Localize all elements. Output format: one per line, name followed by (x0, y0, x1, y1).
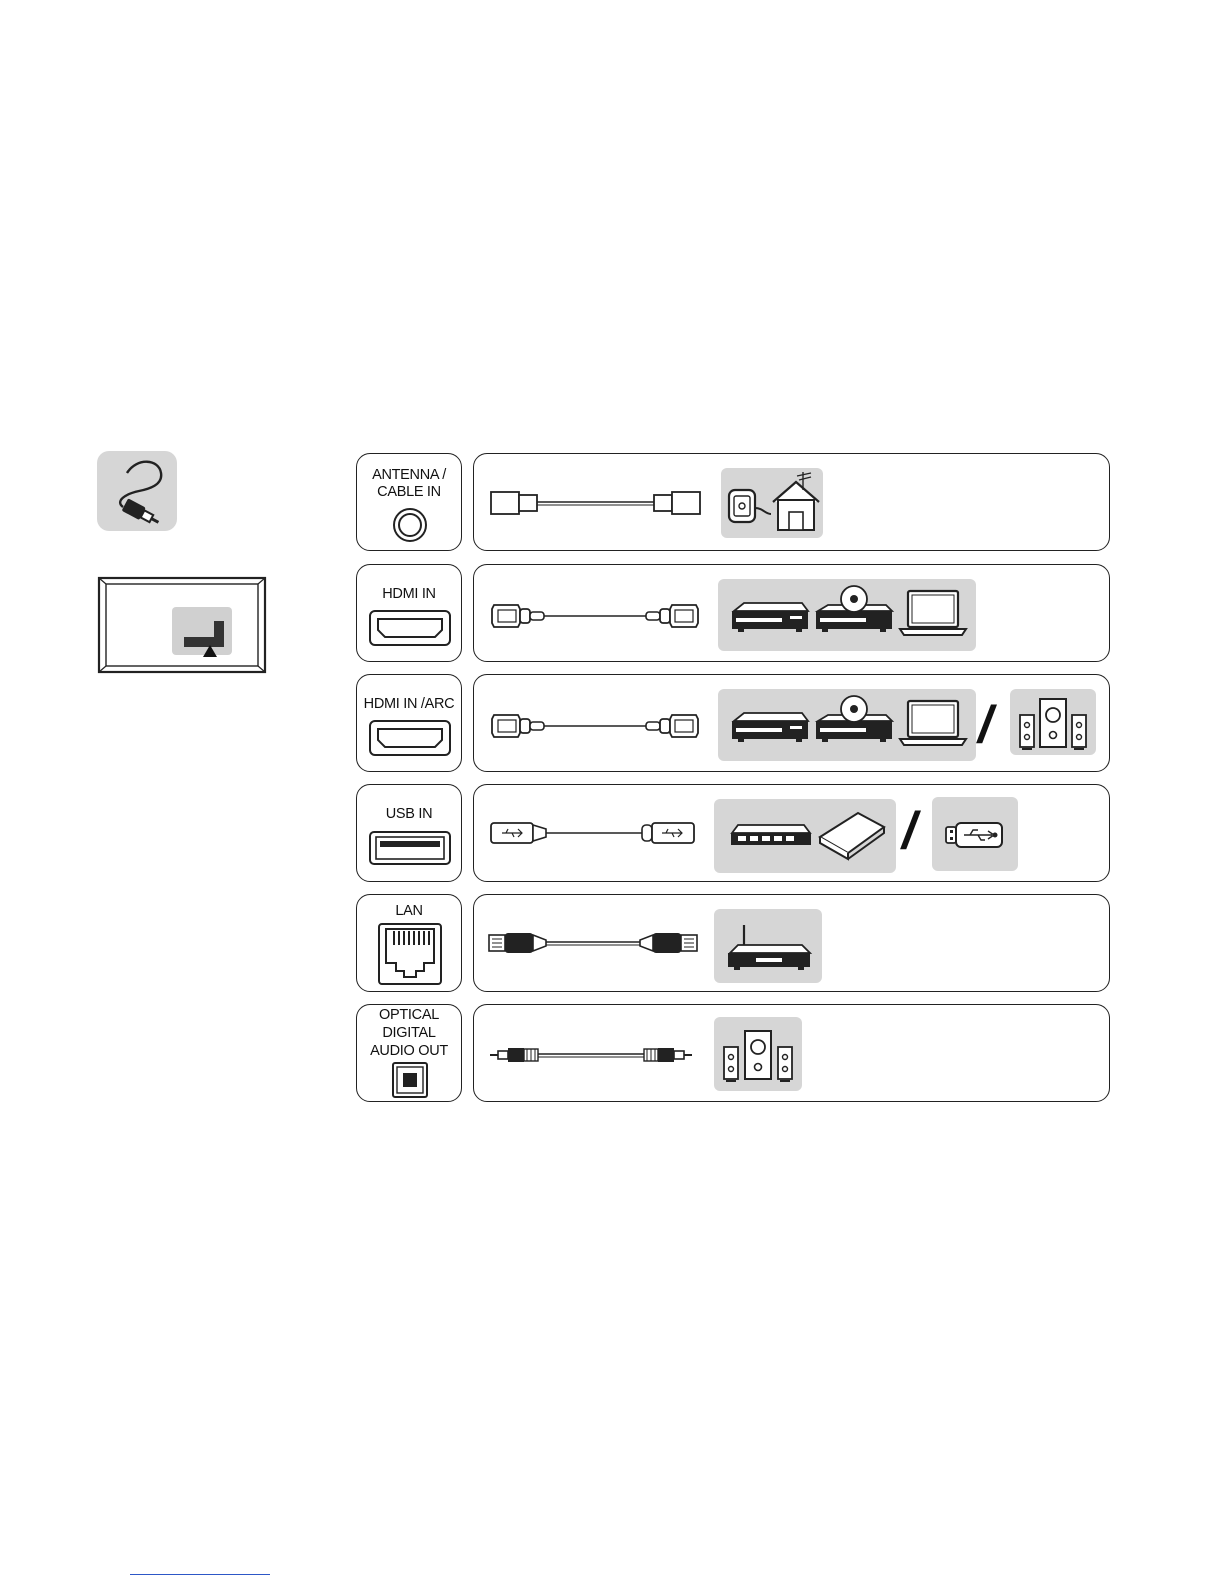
wall-outlet-and-house-antenna-icon (721, 468, 823, 538)
port-antenna-connection-row (473, 453, 1110, 551)
optical-cable-icon (488, 1035, 710, 1075)
optical-speaker-panel (714, 1017, 802, 1091)
port-optical-label-line2: DIGITAL (357, 1024, 461, 1042)
port-hdmi-label-box: HDMI IN (356, 564, 462, 662)
usb-stick-panel (932, 797, 1018, 871)
tv-rear-panel-icon (98, 577, 266, 673)
set-top-box-icon (812, 583, 892, 643)
port-hdmi-arc-connection-row: / (473, 674, 1110, 772)
set-top-box-icon (812, 693, 892, 753)
port-optical-label-box: OPTICAL DIGITAL AUDIO OUT (356, 1004, 462, 1102)
dvd-player-icon (728, 585, 808, 645)
hdmi-arc-devices-panel (718, 689, 976, 761)
external-hdd-icon (814, 807, 888, 867)
port-optical-label-line3: AUDIO OUT (357, 1042, 461, 1060)
hdmi-port-icon (369, 610, 451, 646)
footer-rule (130, 1574, 270, 1575)
hdmi-arc-port-icon (369, 720, 451, 756)
port-lan-label: LAN (357, 902, 461, 920)
router-icon (722, 917, 814, 977)
separator-slash: / (978, 699, 992, 751)
coax-port-icon (392, 507, 428, 543)
separator-slash: / (902, 805, 916, 857)
laptop-icon (896, 583, 968, 643)
cable-plug-icon (97, 451, 177, 531)
port-lan-label-box: LAN (356, 894, 462, 992)
usb-stick-icon (940, 815, 1010, 855)
port-optical-connection-row (473, 1004, 1110, 1102)
hdmi-arc-cable-icon (492, 707, 712, 747)
usb-cable-icon (490, 813, 710, 853)
port-antenna-label-box: ANTENNA / CABLE IN (356, 453, 462, 551)
speaker-panel (1010, 689, 1096, 755)
router-panel (714, 909, 822, 983)
usb-hub-icon (728, 819, 814, 859)
rj45-port-icon (378, 923, 442, 987)
port-usb-label: USB IN (357, 805, 461, 823)
antenna-device-panel (721, 468, 823, 538)
laptop-icon (896, 693, 968, 753)
port-hdmi-arc-label: HDMI IN /ARC (357, 695, 461, 713)
port-antenna-label-line2: CABLE IN (357, 483, 461, 501)
coax-cable-icon (490, 484, 710, 524)
usb-port-icon (369, 831, 451, 865)
optical-port-icon (392, 1062, 428, 1098)
port-optical-label-line1: OPTICAL (357, 1006, 461, 1024)
port-usb-connection-row: / (473, 784, 1110, 882)
port-antenna-label-line1: ANTENNA / (357, 466, 461, 484)
cable-plug-icon-tile (97, 451, 177, 531)
hdmi-devices-panel (718, 579, 976, 651)
port-hdmi-arc-label-box: HDMI IN /ARC (356, 674, 462, 772)
usb-devices-panel (714, 799, 896, 873)
hdmi-cable-icon (492, 597, 712, 637)
dvd-player-icon (728, 695, 808, 755)
port-hdmi-label: HDMI IN (357, 585, 461, 603)
port-lan-connection-row (473, 894, 1110, 992)
speaker-system-icon (714, 1017, 802, 1091)
lan-cable-icon (488, 923, 710, 963)
port-usb-label-box: USB IN (356, 784, 462, 882)
speaker-system-icon (1010, 689, 1096, 755)
port-hdmi-connection-row (473, 564, 1110, 662)
